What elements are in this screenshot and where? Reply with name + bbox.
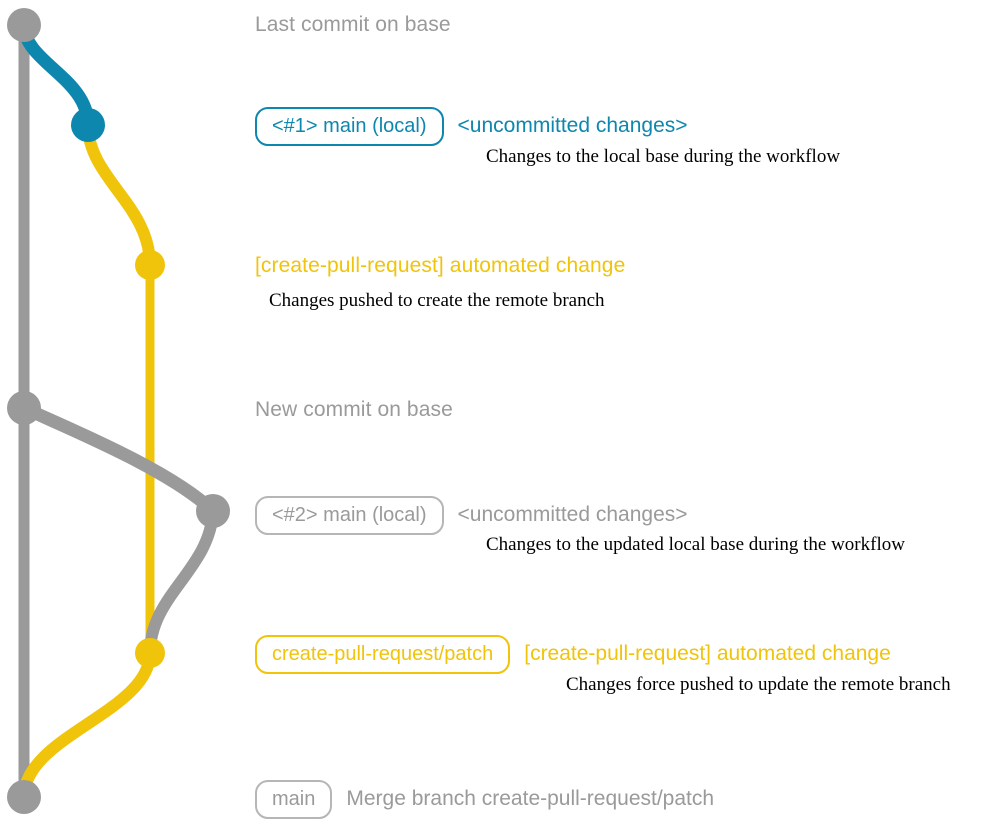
description-automated-change-force: Changes force pushed to update the remot… [566, 674, 951, 695]
commit-message-uncommitted-changes-1: <uncommitted changes> [457, 114, 688, 137]
edge-patch-to-merge [18, 647, 156, 803]
ref-badge-main-local-2[interactable]: <#2> main (local) [255, 496, 444, 535]
node-base-new [7, 391, 41, 425]
row-automated-change-force: create-pull-request/patch [create-pull-r… [255, 635, 891, 674]
row-automated-change-create: [create-pull-request] automated change [255, 253, 625, 279]
commit-message-uncommitted-changes-2: <uncommitted changes> [457, 503, 688, 526]
node-base-merge [7, 780, 41, 814]
row-last-commit-on-base: Last commit on base [255, 12, 451, 38]
ref-badge-main[interactable]: main [255, 780, 333, 819]
node-local-2 [196, 494, 230, 528]
edge-base-to-local1 [17, 18, 95, 132]
description-automated-change-create: Changes pushed to create the remote bran… [269, 290, 605, 311]
row-local-uncommitted-1: <#1> main (local) <uncommitted changes> [255, 107, 688, 146]
row-new-commit-on-base: New commit on base [255, 397, 453, 423]
commit-message-last-commit-on-base: Last commit on base [255, 13, 451, 36]
edge-basenew-to-local2 [17, 401, 220, 518]
edge-local2-to-patch-force [144, 505, 219, 659]
commit-message-merge-branch: Merge branch create-pull-request/patch [346, 787, 715, 810]
node-patch-create [135, 250, 165, 280]
ref-badge-main-local-1[interactable]: <#1> main (local) [255, 107, 444, 146]
description-local-uncommitted-2: Changes to the updated local base during… [486, 534, 905, 555]
node-patch-force [135, 638, 165, 668]
ref-badge-create-pull-request-patch[interactable]: create-pull-request/patch [255, 635, 511, 674]
commit-message-automated-change-force: [create-pull-request] automated change [524, 642, 891, 665]
node-local-1 [71, 108, 105, 142]
edge-local1-to-patch-create [82, 119, 156, 271]
description-local-uncommitted-1: Changes to the local base during the wor… [486, 146, 841, 167]
commit-message-automated-change-create: [create-pull-request] automated change [255, 254, 626, 277]
node-base-head [7, 8, 41, 42]
row-local-uncommitted-2: <#2> main (local) <uncommitted changes> [255, 496, 688, 535]
commit-message-new-commit-on-base: New commit on base [255, 398, 453, 421]
row-merge-commit: main Merge branch create-pull-request/pa… [255, 780, 714, 819]
